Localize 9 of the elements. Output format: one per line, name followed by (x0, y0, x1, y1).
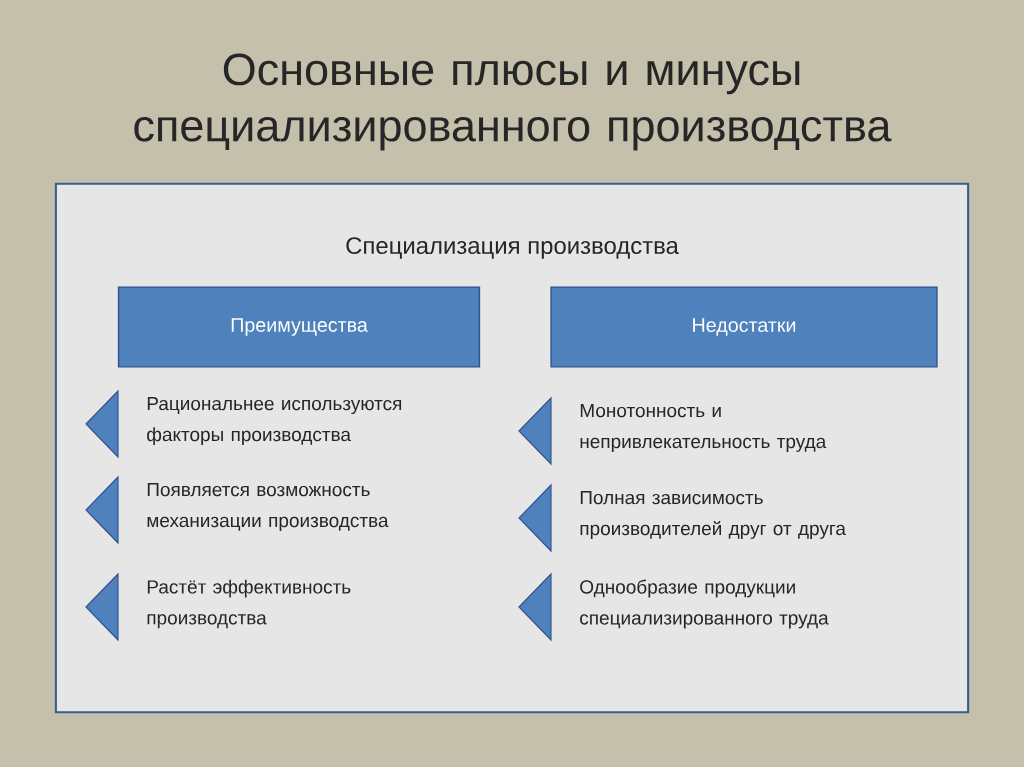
list-item-text: Рациональнее используются факторы производства (147, 397, 402, 445)
heading-box: Преимущества (117, 286, 481, 368)
list-item-text: Растёт эффективность производства (147, 579, 351, 629)
slide-title: Основные плюсы и минусы специализированного производства (134, 53, 892, 151)
list-item-text: Полная зависимость производителей друг от друга (580, 491, 846, 539)
list-item-text: Появляется возможность механизации производства (147, 483, 389, 531)
list-item-text: Однообразие продукции специализированного труда (580, 579, 829, 629)
list-item-text: Монотонность и непривлекательность труда (580, 404, 827, 452)
heading-box: Недостатки (550, 286, 938, 368)
